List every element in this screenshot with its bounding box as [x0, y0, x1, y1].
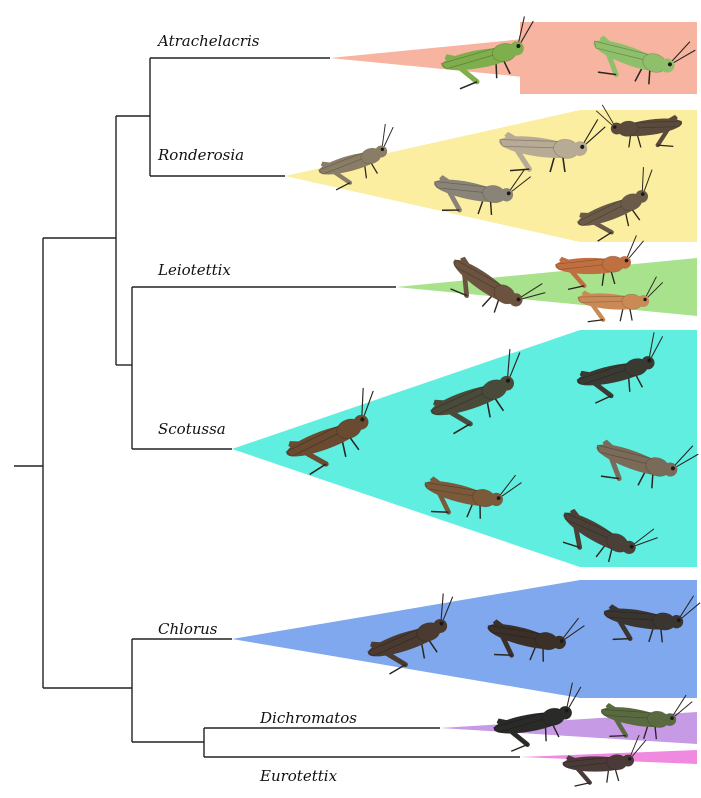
clade-label-scotussa: Scotussa — [158, 420, 226, 438]
grasshopper-photo-eurotettix — [563, 735, 646, 786]
clade-label-eurotettix: Eurotettix — [259, 767, 338, 785]
clade-label-leiotettix: Leiotettix — [157, 261, 231, 279]
clade-label-atrachelacris: Atrachelacris — [156, 32, 260, 50]
clade-label-dichromatos: Dichromatos — [259, 709, 357, 727]
clade-label-ronderosia: Ronderosia — [157, 146, 244, 164]
clade-leiotettix-wedge — [396, 258, 697, 316]
clade-label-chlorus: Chlorus — [158, 620, 218, 638]
clade-leiotettix-triangle — [396, 258, 697, 316]
clade-labels: Atrachelacris Ronderosia Leiotettix Scot… — [156, 32, 357, 785]
